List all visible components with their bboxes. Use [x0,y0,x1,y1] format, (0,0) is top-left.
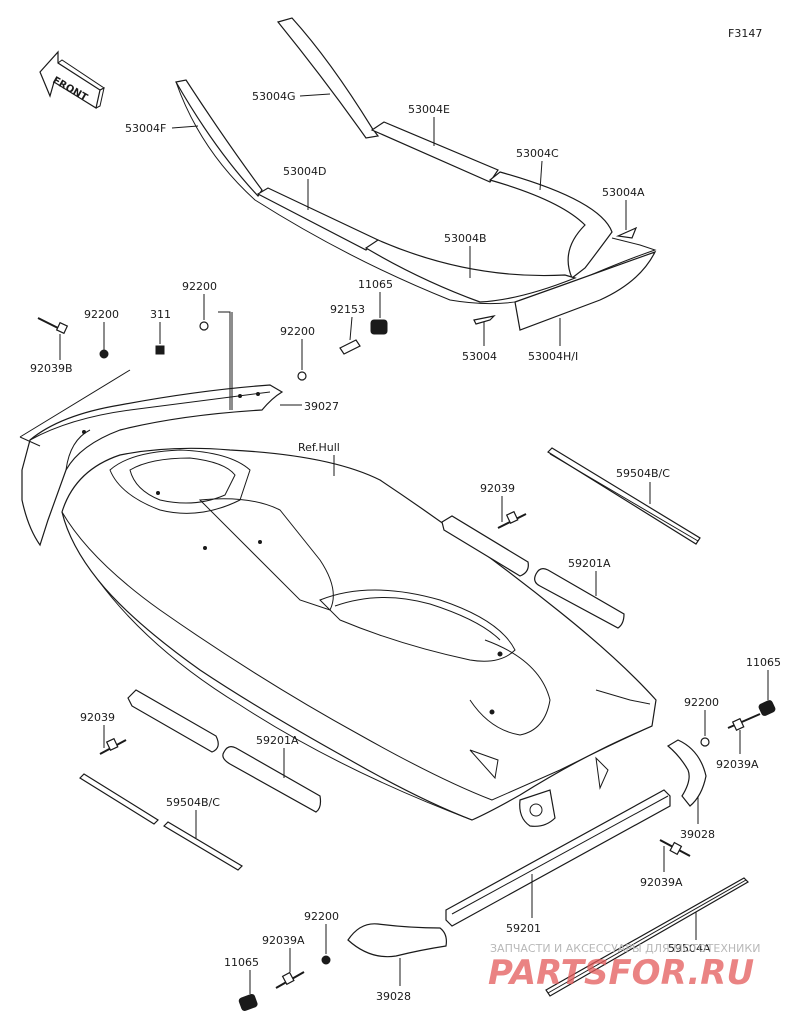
label-59504BC-right: 59504B/C [616,467,670,480]
bolt-92153 [339,339,361,355]
bolt-92039A-right [727,713,761,732]
washer-92200-far-right [700,737,710,747]
bumper-39028-bottom [347,923,447,958]
cap-11065-bottom [238,993,258,1011]
label-92153: 92153 [330,303,365,316]
bolt-92039B [37,317,69,335]
label-59201A-left: 59201A [256,734,299,747]
rail-59504BC-right [547,447,701,545]
label-92200-right: 92200 [684,696,719,709]
nut-311 [155,345,165,355]
bumper-39028-right [666,739,707,807]
label-92200-a: 92200 [84,308,119,321]
bolt-92039A-lower-right [659,839,691,857]
label-39028-bottom: 39028 [376,990,411,1003]
watermark-caption: ЗАПЧАСТИ И АКСЕССУАРЫ ДЛЯ МОТОТЕХНИКИ [490,942,760,955]
cap-11065-right [758,700,776,716]
label-311: 311 [150,308,171,321]
figure-code: F3147 [728,27,762,40]
label-53004B: 53004B [444,232,487,245]
label-11065-bottom: 11065 [224,956,259,969]
washer-92200-bottom [321,955,331,965]
watermark-brand: PARTSFOR.RU [488,953,754,993]
label-53004A: 53004A [602,186,645,199]
label-92039A-bottom: 92039A [262,934,305,947]
label-92039A-right: 92039A [716,758,759,771]
washer-92200-mid [199,321,209,331]
rail-59504A [545,877,749,997]
hull [61,447,657,827]
pad-59201A-right [441,515,625,629]
label-53004H-I: 53004H/I [528,350,578,363]
label-92039-right: 92039 [480,482,515,495]
label-11065-right: 11065 [746,656,781,669]
ref-label: Ref.Hull [298,441,340,454]
label-92039-left: 92039 [80,711,115,724]
label-53004: 53004 [462,350,497,363]
label-59201: 59201 [506,922,541,935]
bolt-92039-left [99,737,127,755]
label-53004E: 53004E [408,103,450,116]
washer-92200-right [297,371,307,381]
label-92039A-lower-right: 92039A [640,876,683,889]
label-92200-c: 92200 [280,325,315,338]
label-92039B: 92039B [30,362,73,375]
cap-11065-top [370,319,388,335]
pad-59201A-left [127,689,322,813]
bolt-92039A-bottom [275,971,305,989]
label-39028-right: 39028 [680,828,715,841]
label-92200-b: 92200 [182,280,217,293]
label-59504A: 59504A [668,942,711,955]
seat-cover-group [175,17,657,331]
label-53004G: 53004G [252,90,296,103]
label-53004D: 53004D [283,165,326,178]
label-59504BC-left: 59504B/C [166,796,220,809]
label-59201A-right: 59201A [568,557,611,570]
bumper-39027 [21,384,284,547]
pad-59201 [445,789,671,927]
label-53004C: 53004C [516,147,559,160]
label-53004F: 53004F [125,122,166,135]
label-92200-bottom: 92200 [304,910,339,923]
rail-59504BC-left [79,773,243,871]
bolt-92039-right [497,510,527,529]
label-11065-top: 11065 [358,278,393,291]
washer-92200-left [99,349,109,359]
label-39027: 39027 [304,400,339,413]
front-arrow-icon: FRONT [39,50,105,109]
